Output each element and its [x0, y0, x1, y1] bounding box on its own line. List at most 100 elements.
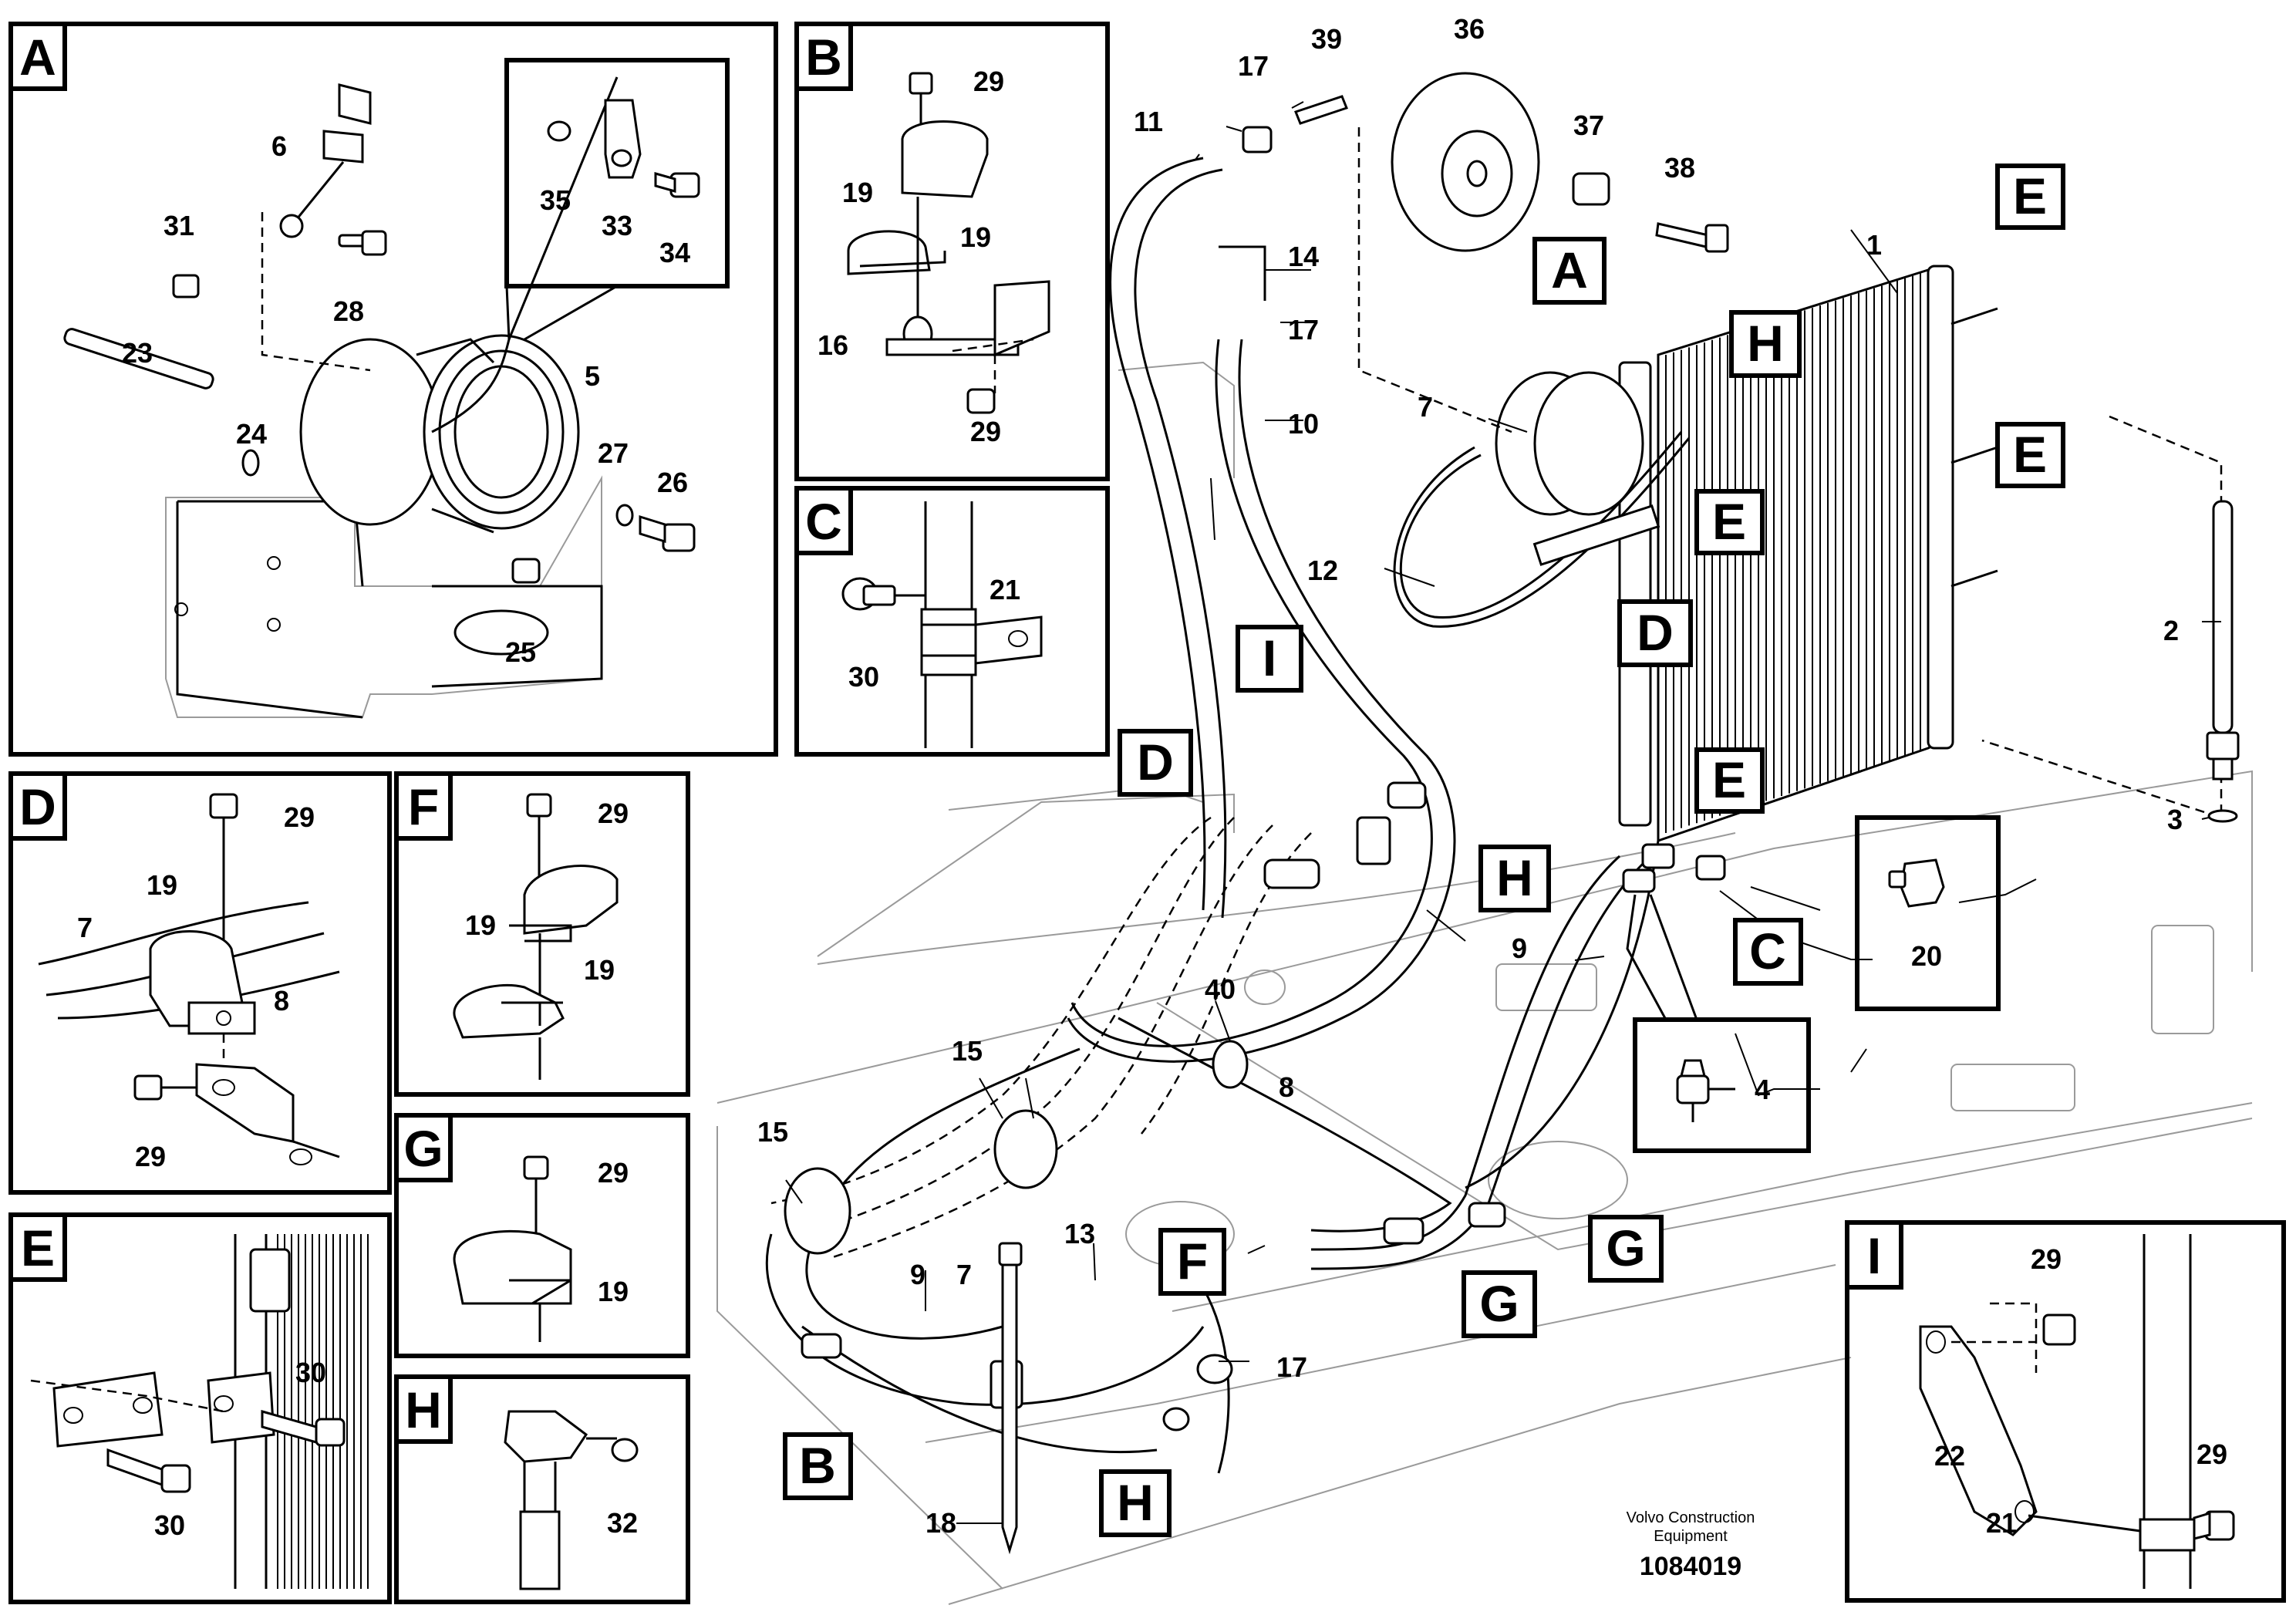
part-number-5: 5	[585, 360, 600, 392]
part-number-33: 33	[602, 210, 632, 241]
frame-tag-a: A	[8, 22, 67, 91]
part-number-29-b-top: 29	[973, 66, 1004, 97]
hoses	[765, 157, 1660, 1474]
part-number-17-lower: 17	[1276, 1351, 1307, 1383]
part-number-6: 6	[271, 130, 287, 162]
frame-tag-g: G	[394, 1113, 453, 1182]
part-number-17-top: 17	[1238, 50, 1269, 82]
callout-tag-e3: E	[1694, 489, 1765, 555]
part-number-37: 37	[1573, 110, 1604, 141]
document-number: 1084019	[1640, 1552, 1741, 1581]
svg-text:B: B	[799, 1437, 836, 1494]
part-number-15-right: 15	[952, 1035, 983, 1067]
callout-tag-d2: D	[1118, 729, 1193, 797]
part-number-40: 40	[1205, 973, 1236, 1005]
part-number-24: 24	[236, 418, 267, 450]
svg-text:G: G	[1606, 1219, 1645, 1276]
part-number-19-d: 19	[147, 869, 177, 901]
part-number-39: 39	[1311, 23, 1342, 55]
part-numbers: 6 31 28 23 24 5 27 26 25 35 33 34 29 19 …	[77, 13, 2227, 1541]
detail-box-20	[1855, 815, 2001, 1011]
frame-tag-f: F	[394, 771, 453, 841]
frame-tag-e: E	[8, 1212, 67, 1282]
callout-tag-d1: D	[1617, 599, 1693, 667]
part-number-13: 13	[1064, 1218, 1095, 1249]
part-number-29-i-bottom: 29	[2197, 1438, 2227, 1470]
part-number-38: 38	[1664, 152, 1695, 184]
svg-text:C: C	[805, 493, 842, 550]
pulley-and-fasteners	[1242, 72, 1729, 433]
svg-text:G: G	[403, 1120, 443, 1177]
part-number-20: 20	[1911, 940, 1942, 972]
part-number-19-b-left: 19	[842, 177, 873, 208]
part-number-8-d: 8	[274, 985, 289, 1017]
part-number-8-main: 8	[1279, 1071, 1294, 1103]
part-number-2: 2	[2163, 615, 2179, 646]
part-number-29-g: 29	[598, 1157, 629, 1189]
part-number-21-i: 21	[1986, 1507, 2017, 1539]
svg-text:C: C	[1749, 922, 1786, 980]
detail-d	[8, 771, 392, 1195]
callout-tag-h3: H	[1099, 1469, 1172, 1537]
part-number-12: 12	[1307, 555, 1338, 586]
part-number-10: 10	[1288, 408, 1319, 440]
svg-text:B: B	[805, 29, 842, 86]
frame-tag-i: I	[1845, 1220, 1903, 1290]
svg-text:A: A	[19, 29, 56, 86]
part-number-27: 27	[598, 437, 629, 469]
svg-text:E: E	[21, 1219, 55, 1276]
part-number-1: 1	[1866, 229, 1882, 261]
callout-tag-c: C	[1733, 918, 1803, 986]
callout-tag-b: B	[783, 1432, 853, 1500]
condenser	[1618, 265, 1998, 843]
detail-f	[394, 771, 690, 1097]
callout-tag-e1: E	[1995, 164, 2065, 230]
svg-text:E: E	[1712, 751, 1746, 808]
detail-i	[1845, 1220, 2286, 1603]
svg-text:H: H	[1496, 849, 1533, 906]
part-number-19-f-right: 19	[584, 954, 615, 986]
part-number-19-b-right: 19	[960, 221, 991, 253]
frame-tag-c: C	[794, 486, 853, 555]
part-number-23: 23	[122, 337, 153, 369]
part-number-11: 11	[1134, 106, 1163, 137]
frame-tag-d: D	[8, 771, 67, 841]
part-number-29-d-top: 29	[284, 801, 315, 833]
callout-tag-f: F	[1158, 1228, 1226, 1296]
part-number-28: 28	[333, 295, 364, 327]
callout-tag-g1: G	[1588, 1215, 1664, 1283]
detail-c	[794, 486, 1110, 757]
callout-tag-h2: H	[1478, 845, 1551, 912]
part-number-29-f: 29	[598, 798, 629, 829]
svg-text:A: A	[1551, 241, 1588, 298]
part-number-15-left: 15	[757, 1116, 788, 1148]
detail-a	[8, 22, 778, 757]
part-number-31: 31	[164, 210, 194, 241]
part-number-19-g: 19	[598, 1276, 629, 1307]
part-number-34: 34	[659, 237, 690, 268]
svg-text:H: H	[1117, 1474, 1154, 1531]
part-number-30-e-right: 30	[295, 1357, 326, 1388]
frame-tag-b: B	[794, 22, 853, 91]
callout-tag-h1: H	[1729, 310, 1802, 378]
detail-g	[394, 1113, 690, 1358]
svg-text:E: E	[2013, 167, 2047, 224]
callout-tag-a: A	[1532, 237, 1607, 305]
part-number-30-c: 30	[848, 661, 879, 693]
frame-tag-h: H	[394, 1374, 453, 1444]
callout-tag-e2: E	[1995, 422, 2065, 488]
callout-tag-g2: G	[1462, 1270, 1537, 1338]
svg-text:H: H	[1747, 315, 1784, 372]
svg-text:D: D	[1137, 733, 1174, 791]
part-number-30-e-left: 30	[154, 1509, 185, 1541]
svg-text:I: I	[1867, 1227, 1881, 1284]
svg-text:G: G	[1479, 1275, 1519, 1332]
svg-text:H: H	[405, 1381, 442, 1438]
main-assembly	[716, 72, 2253, 1605]
part-number-9-lower: 9	[910, 1259, 925, 1290]
part-number-29-b-bottom: 29	[970, 416, 1001, 447]
compressor-mounted	[1393, 371, 1691, 628]
part-number-14: 14	[1288, 241, 1319, 272]
part-number-35: 35	[540, 184, 571, 216]
